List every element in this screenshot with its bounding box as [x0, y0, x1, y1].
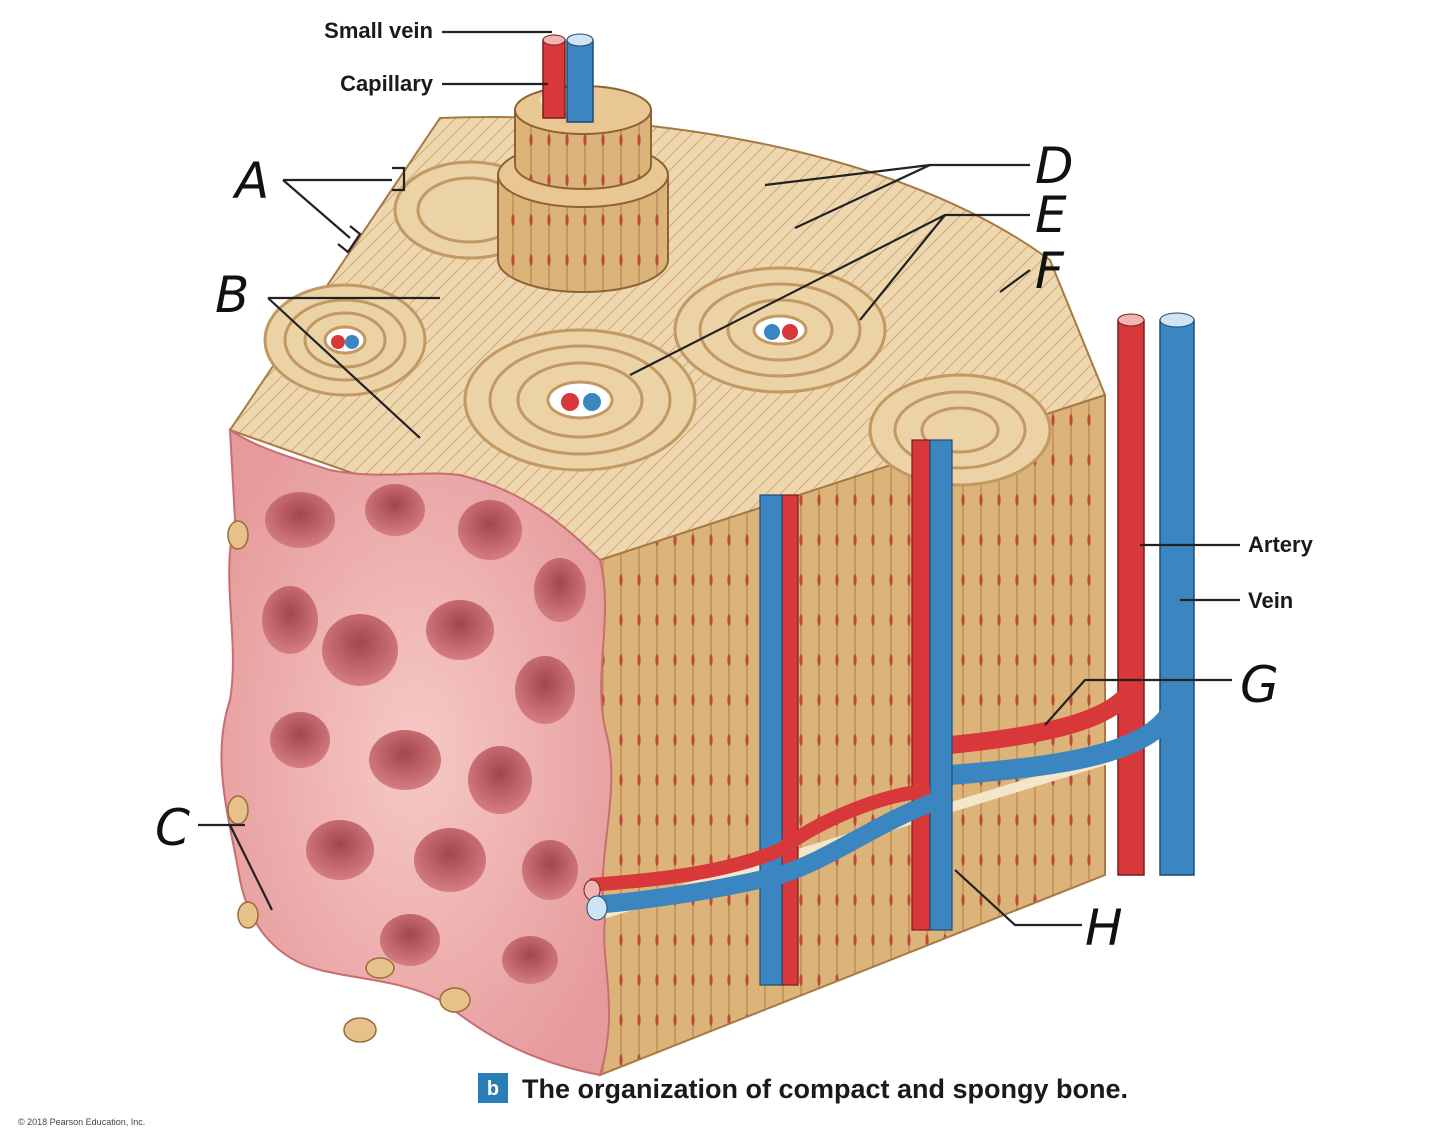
- label-c: C: [155, 799, 190, 857]
- osteon-lower-right: [868, 373, 1052, 487]
- central-canal-vessels: [331, 324, 798, 411]
- leader-lines: [198, 30, 1240, 927]
- spongy-bone: [220, 428, 613, 1077]
- spongy-cavities: [262, 484, 586, 984]
- trabecula-stubs: [227, 520, 471, 1043]
- label-f: F: [1035, 242, 1065, 300]
- osteon-left: [263, 283, 427, 397]
- blood-vessels: [583, 312, 1195, 986]
- label-e: E: [1035, 186, 1067, 244]
- label-g: G: [1240, 656, 1279, 714]
- copyright: © 2018 Pearson Education, Inc.: [18, 1117, 145, 1127]
- label-a: A: [232, 152, 269, 210]
- label-d: D: [1035, 137, 1074, 195]
- artery-vessel: [1117, 319, 1145, 876]
- caption-text: The organization of compact and spongy b…: [522, 1074, 1128, 1104]
- label-capillary: Capillary: [340, 71, 434, 96]
- caption-badge: [478, 1073, 508, 1103]
- caption-badge-letter: b: [487, 1078, 499, 1100]
- vein-vessel: [1159, 319, 1195, 876]
- osteon-center: [463, 328, 697, 472]
- label-h: H: [1085, 899, 1123, 957]
- label-artery: Artery: [1248, 532, 1314, 557]
- telescoped-osteon: [497, 33, 669, 293]
- osteon-right: [673, 266, 887, 394]
- label-b: B: [215, 266, 249, 324]
- caption: b The organization of compact and spongy…: [478, 1073, 1128, 1104]
- label-small-vein: Small vein: [324, 18, 433, 43]
- label-vein: Vein: [1248, 588, 1293, 613]
